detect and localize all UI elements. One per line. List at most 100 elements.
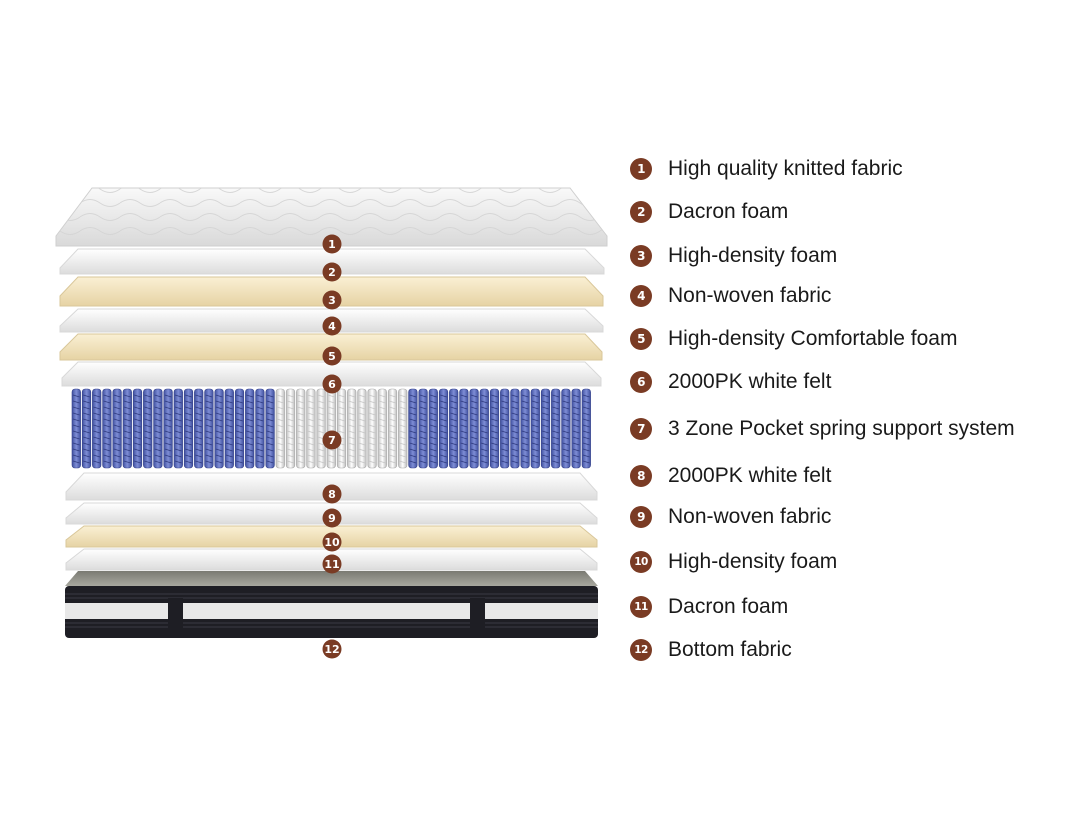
diagram-marker-number: 8	[328, 488, 336, 501]
legend-item-11: 11 Dacron foam	[630, 592, 788, 622]
diagram-marker-number: 6	[328, 378, 336, 391]
legend-label: Non-woven fabric	[668, 284, 832, 307]
spring-coil-white	[357, 388, 367, 469]
diagram-marker-1: 1	[322, 234, 342, 254]
spring-coil-blue	[479, 388, 489, 469]
spring-coil-white	[398, 388, 408, 469]
legend-label: Dacron foam	[668, 595, 789, 618]
spring-coil-blue	[112, 388, 122, 469]
legend-label: High-density Comfortable foam	[668, 327, 958, 350]
legend-label: High-density foam	[668, 550, 838, 573]
spring-coil-blue	[255, 388, 265, 469]
diagram-marker-number: 3	[328, 294, 336, 307]
legend-label: Dacron foam	[668, 200, 789, 223]
spring-coil-blue	[163, 388, 173, 469]
spring-coil-white	[377, 388, 387, 469]
legend-item-2: 2 Dacron foam	[630, 197, 788, 227]
spring-coil-blue	[551, 388, 561, 469]
spring-coil-white	[367, 388, 377, 469]
spring-coil-blue	[153, 388, 163, 469]
diagram-marker-number: 9	[328, 512, 336, 525]
spring-coil-blue	[265, 388, 275, 469]
spring-coil-white	[296, 388, 306, 469]
spring-coil-blue	[214, 388, 224, 469]
spring-coil-blue	[234, 388, 245, 469]
spring-coil-blue	[489, 388, 500, 469]
spring-coil-blue	[224, 388, 234, 469]
legend-item-12: 12 Bottom fabric	[630, 635, 792, 665]
legend-number-badge: 7	[630, 418, 652, 440]
spring-coil-blue	[418, 388, 428, 469]
diagram-marker-8: 8	[322, 484, 342, 504]
spring-coil-white	[306, 388, 316, 469]
spring-coil-blue	[81, 388, 92, 469]
diagram-marker-7: 7	[322, 430, 342, 450]
layer-7-pocket-springs	[71, 388, 591, 469]
diagram-marker-5: 5	[322, 346, 342, 366]
diagram-marker-3: 3	[322, 290, 342, 310]
spring-coil-blue	[459, 388, 469, 469]
diagram-marker-4: 4	[322, 316, 342, 336]
spring-coil-blue	[183, 388, 194, 469]
spring-coil-blue	[571, 388, 581, 469]
diagram-marker-2: 2	[322, 262, 342, 282]
legend-number-badge: 5	[630, 328, 652, 350]
legend-item-9: 9 Non-woven fabric	[630, 502, 831, 532]
diagram-marker-6: 6	[322, 374, 342, 394]
spring-coil-blue	[561, 388, 571, 469]
legend-label: 2000PK white felt	[668, 464, 832, 487]
spring-coil-blue	[408, 388, 418, 469]
spring-coil-blue	[428, 388, 438, 469]
diagram-marker-number: 4	[328, 320, 336, 333]
spring-coil-blue	[143, 388, 153, 469]
spring-coil-blue	[122, 388, 132, 469]
spring-coil-blue	[581, 388, 591, 469]
layer-6-white-felt	[61, 361, 602, 387]
spring-coil-blue	[245, 388, 255, 469]
spring-coil-blue	[449, 388, 459, 469]
legend-number-badge: 11	[630, 596, 652, 618]
spring-coil-blue	[510, 388, 520, 469]
legend-number-badge: 12	[630, 639, 652, 661]
legend-item-4: 4 Non-woven fabric	[630, 281, 831, 311]
diagram-marker-9: 9	[322, 508, 342, 528]
legend-number-badge: 2	[630, 201, 652, 223]
legend-number-badge: 4	[630, 285, 652, 307]
spring-coil-blue	[540, 388, 551, 469]
spring-coil-white	[316, 388, 326, 469]
layer-12-bottom-base	[65, 571, 598, 638]
diagram-marker-number: 1	[328, 238, 336, 251]
legend-label: Non-woven fabric	[668, 505, 832, 528]
spring-coil-blue	[132, 388, 143, 469]
diagram-marker-number: 5	[328, 350, 336, 363]
spring-coil-white	[336, 388, 347, 469]
spring-coil-blue	[530, 388, 540, 469]
diagram-marker-number: 10	[324, 536, 340, 549]
spring-coil-blue	[500, 388, 510, 469]
legend-item-5: 5 High-density Comfortable foam	[630, 324, 957, 354]
layer-2-dacron-foam	[59, 248, 605, 275]
spring-coil-blue	[92, 388, 102, 469]
spring-coil-white	[275, 388, 285, 469]
diagram-marker-number: 11	[324, 558, 339, 571]
spring-coil-white	[387, 388, 398, 469]
spring-coil-blue	[102, 388, 112, 469]
legend-number-badge: 3	[630, 245, 652, 267]
diagram-marker-10: 10	[322, 532, 342, 552]
legend-number-badge: 9	[630, 506, 652, 528]
legend-label: High-density foam	[668, 244, 838, 267]
spring-coil-blue	[194, 388, 204, 469]
diagram-marker-12: 12	[322, 639, 342, 659]
spring-coil-white	[326, 388, 336, 469]
spring-coil-blue	[71, 388, 81, 469]
legend-label: Bottom fabric	[668, 638, 792, 661]
spring-coil-blue	[469, 388, 479, 469]
